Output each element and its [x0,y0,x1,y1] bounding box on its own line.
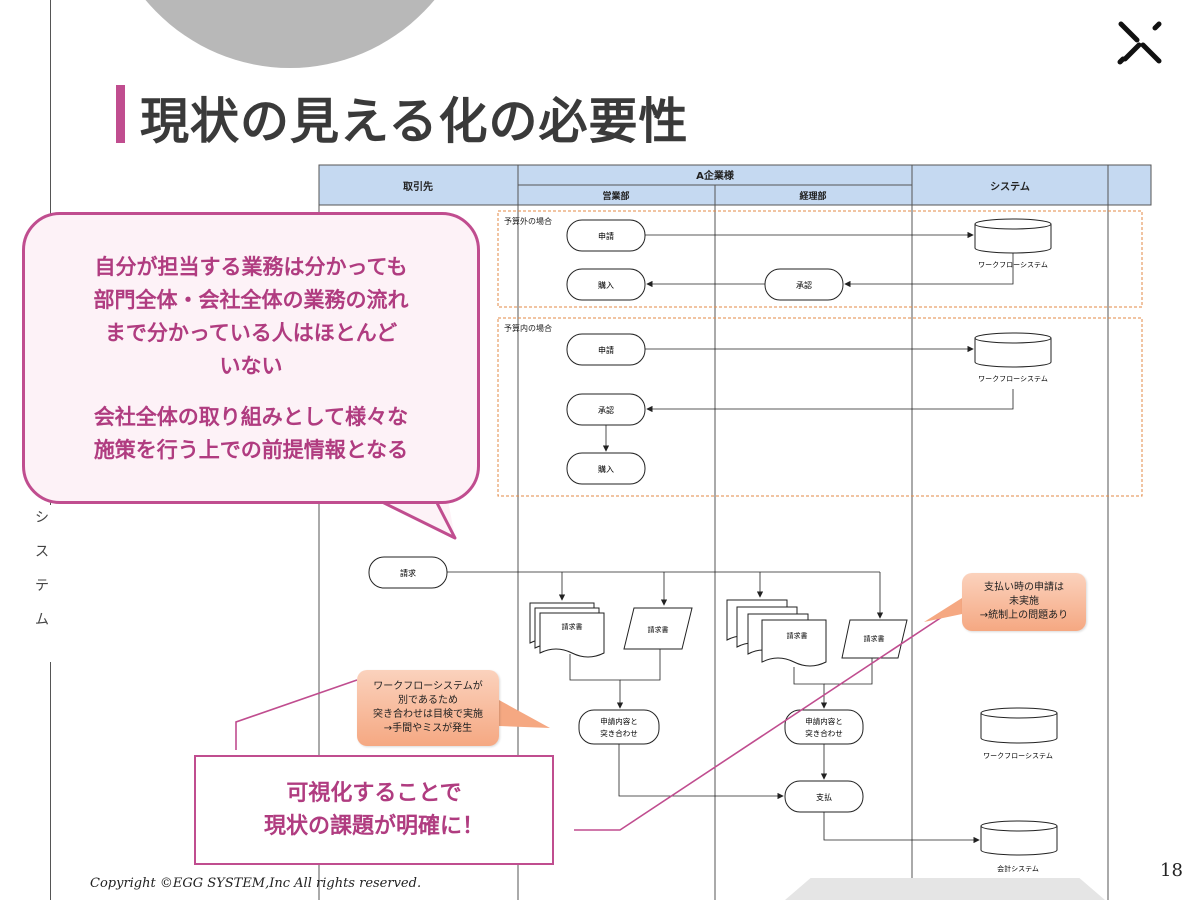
svg-text:突き合わせ: 突き合わせ [805,728,843,738]
bubble-tail-outline [379,499,457,540]
visualization-callout: 可視化することで 現状の課題が明確に！ [194,755,554,865]
node-invoice-doc-accounting: 請求書 [841,619,908,659]
note-payment-control: 支払い時の申請は 未実施 →統制上の問題あり [962,573,1086,631]
svg-text:承認: 承認 [796,280,812,290]
edges-documents [569,649,873,709]
svg-text:申請内容と: 申請内容と [805,716,843,726]
lane-accounting: 経理部 [799,190,826,202]
svg-text:請求書: 請求書 [787,631,808,640]
section-over-budget-label: 予算外の場合 [504,216,552,226]
svg-text:請求書: 請求書 [648,625,669,634]
svg-text:請求書: 請求書 [562,622,583,631]
svg-text:支払: 支払 [816,792,832,802]
node-workflow-system-2: ワークフローシステム [974,332,1052,383]
edges-invoice [447,571,884,619]
node-purchase-2: 購入 [566,452,646,485]
svg-text:申請: 申請 [598,345,614,355]
node-accounting-system: 会計システム [980,820,1058,873]
node-apply-2: 申請 [566,333,646,366]
note-workflow-pointer [499,700,550,728]
svg-text:突き合わせ: 突き合わせ [600,728,638,738]
node-invoice-doc-stack-sales: 請求書 [529,602,605,658]
node-purchase-1: 購入 [566,268,646,301]
section-in-budget-label: 予算内の場合 [504,323,552,333]
annotation-connectors [235,604,961,831]
node-invoice: 請求 [368,556,448,589]
node-approve-2: 承認 [566,393,646,426]
svg-text:ワークフローシステム: ワークフローシステム [978,375,1048,383]
node-invoice-doc-sales: 請求書 [623,607,693,650]
left-rule-bottom [50,662,51,900]
swimlane-frame [318,164,1152,900]
decorative-footer-shape [785,878,1105,900]
edges-payment [618,744,980,844]
svg-text:申請: 申請 [598,231,614,241]
title-accent-bar [116,85,125,143]
svg-text:ワークフローシステム: ワークフローシステム [983,752,1053,760]
speech-bubble: 自分が担当する業務は分かっても 部門全体・会社全体の業務の流れ まで分かっている… [22,212,480,504]
node-workflow-system-3: ワークフローシステム [980,707,1058,760]
note-workflow-mismatch: ワークフローシステムが 別であるため 突き合わせは目検で実施 →手間やミスが発生 [357,670,499,746]
edges-over-budget [645,231,1014,288]
vertical-lane-label: シ ス テ ム [35,510,49,628]
edges-in-budget [602,345,1014,452]
lane-sales: 営業部 [602,190,629,202]
svg-text:請求書: 請求書 [864,634,885,643]
node-approve-1: 承認 [764,268,844,301]
note-payment-pointer [924,598,962,622]
node-match-sales: 申請内容と 突き合わせ [578,709,660,745]
copyright-text: Copyright ©EGG SYSTEM,Inc All rights res… [90,876,422,891]
page-number: 18 [1160,860,1183,881]
svg-text:申請内容と: 申請内容と [600,716,638,726]
lane-customer: 取引先 [403,180,433,193]
svg-text:承認: 承認 [598,405,614,415]
svg-text:会計システム: 会計システム [997,864,1039,873]
page-title: 現状の見える化の必要性 [140,92,689,150]
node-apply-1: 申請 [566,219,646,252]
node-payment: 支払 [784,780,864,813]
svg-text:請求: 請求 [400,568,416,578]
svg-text:購入: 購入 [598,280,614,290]
node-match-accounting: 申請内容と 突き合わせ [784,709,864,745]
section-over-budget [497,210,1143,308]
svg-text:購入: 購入 [598,464,614,474]
lane-system: システム [990,181,1030,193]
lane-company: A企業様 [696,169,735,182]
node-invoice-doc-stack-accounting: 請求書 [726,599,827,667]
company-logo-icon [1117,21,1162,65]
section-in-budget [497,317,1143,497]
